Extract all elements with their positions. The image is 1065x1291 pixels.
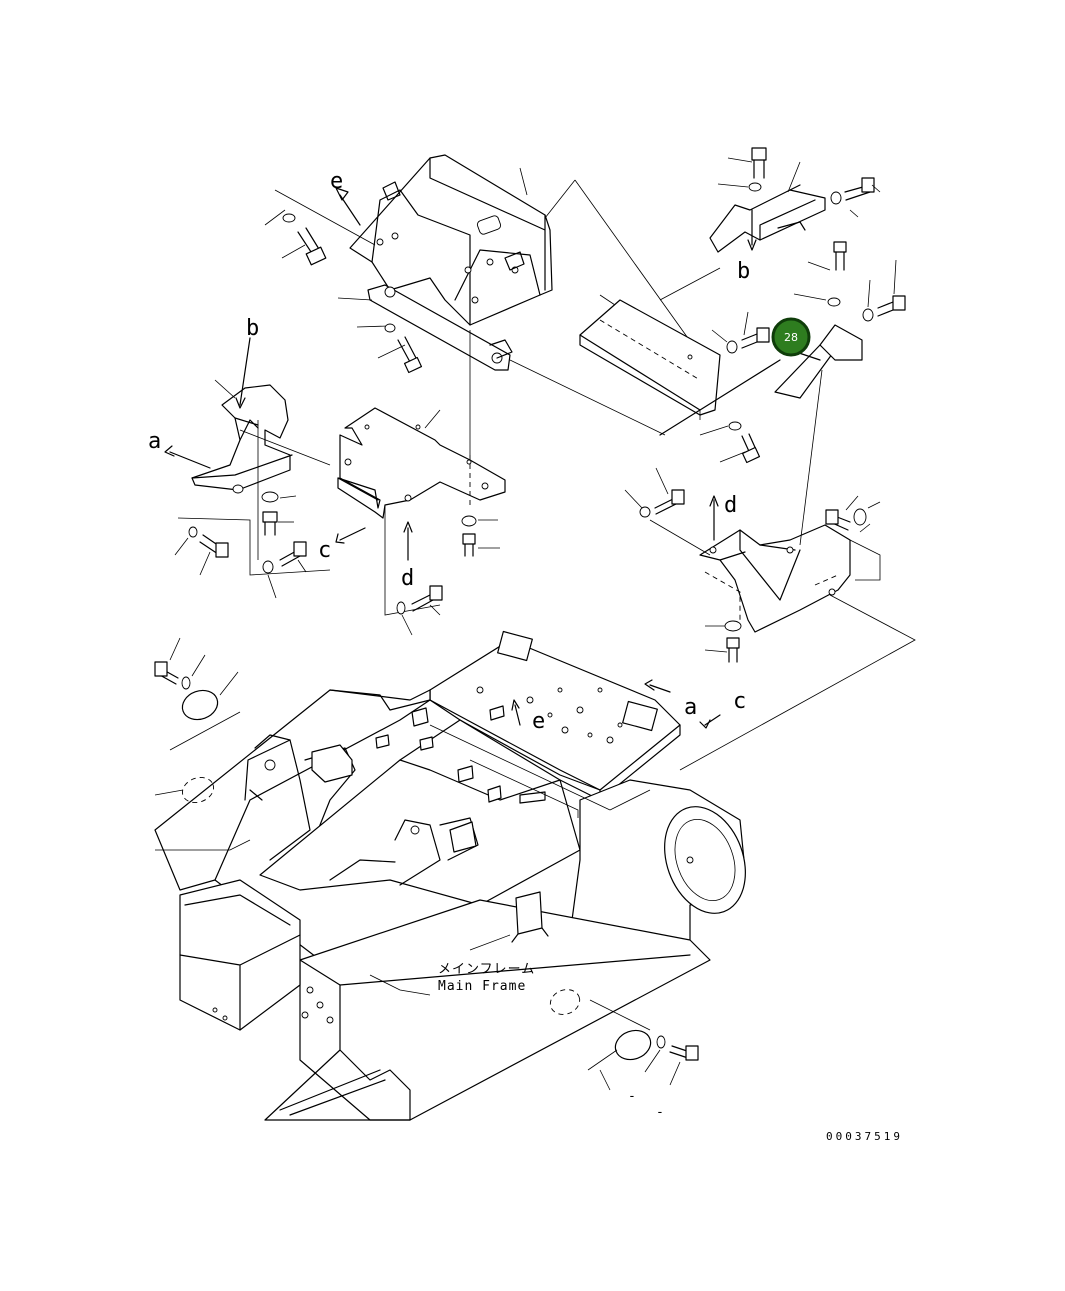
dash-mark-1: - [628, 1089, 637, 1104]
left-bracket [191, 379, 331, 560]
right-bracket [624, 369, 916, 771]
center-plate [337, 407, 506, 636]
callout-badge-28[interactable]: 28 [771, 317, 811, 357]
main-frame-caption: メインフレーム Main Frame [438, 962, 535, 994]
label-c-main: c [733, 689, 746, 714]
bolts-left [174, 491, 331, 599]
label-c-left: c [318, 538, 331, 563]
reference-letters: e b a c d b d a c e [148, 169, 750, 734]
arrows [164, 187, 721, 729]
main-frame-english: Main Frame [438, 979, 526, 994]
label-b-right: b [737, 259, 750, 284]
bolts-top-left [281, 213, 423, 374]
label-d-right: d [724, 493, 737, 518]
leader-lines-top [264, 167, 721, 455]
bolts-mid-right [659, 241, 906, 464]
dash-mark-2: - [656, 1105, 665, 1120]
top-right-bracket [709, 147, 881, 253]
label-e-main: e [532, 709, 545, 734]
main-frame-japanese: メインフレーム [438, 962, 535, 977]
label-d-left: d [401, 566, 414, 591]
angle-plate [579, 294, 721, 420]
label-e-top: e [330, 169, 343, 194]
document-id: 00037519 [826, 1130, 903, 1143]
label-a-left: a [148, 429, 161, 454]
label-b-left: b [246, 316, 259, 341]
label-a-main: a [684, 695, 697, 720]
callout-number[interactable]: 28 [784, 331, 798, 344]
main-frame-body [154, 630, 746, 1121]
top-bracket [349, 154, 553, 326]
